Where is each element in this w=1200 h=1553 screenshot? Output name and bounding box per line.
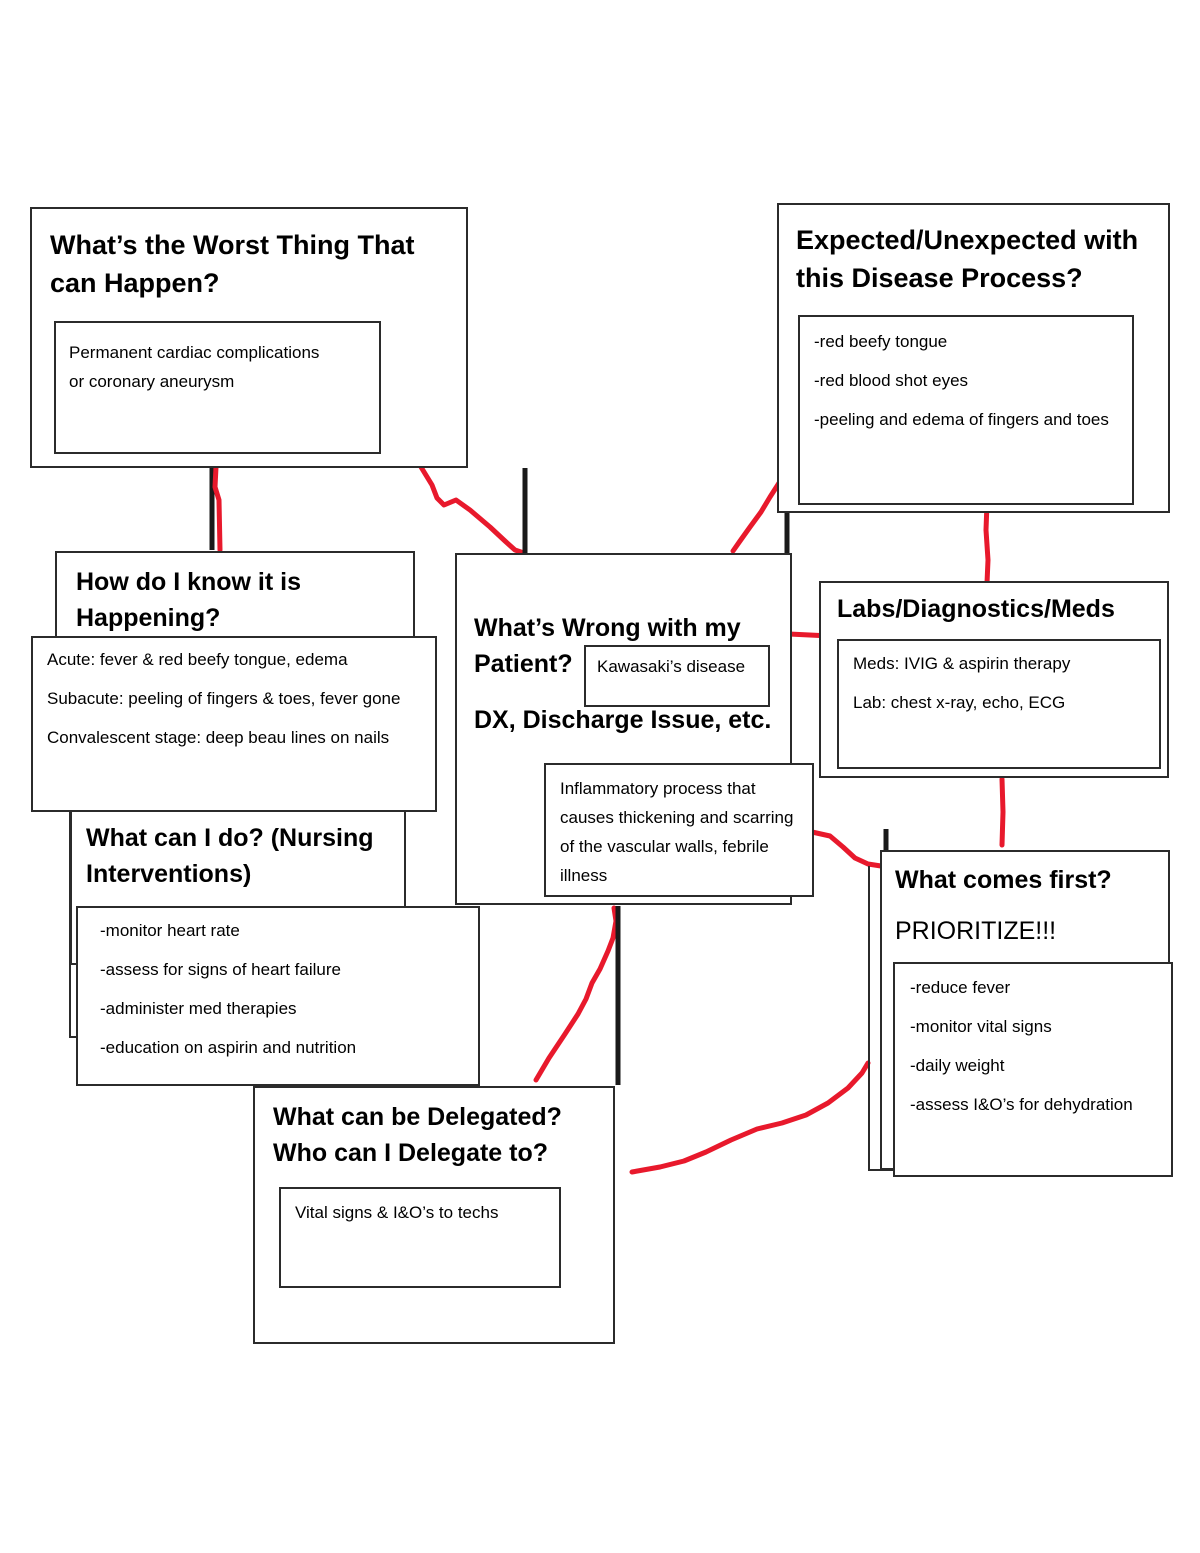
node-what-can-i-do-content-box: -monitor heart rate -assess for signs of… (76, 906, 480, 1086)
nursing-item-1: -assess for signs of heart failure (100, 960, 341, 980)
node-worst-thing[interactable]: What’s the Worst Thing That can Happen? … (30, 207, 468, 468)
node-whats-wrong-heading-1: What’s Wrong with my Patient? (474, 614, 741, 678)
node-expected-content-box: -red beefy tongue -red blood shot eyes -… (798, 315, 1134, 505)
node-labs-heading: Labs/Diagnostics/Meds (837, 595, 1115, 623)
nursing-item-2: -administer med therapies (100, 999, 297, 1019)
expected-item-2: -peeling and edema of fingers and toes (814, 410, 1109, 430)
node-expected-heading: Expected/Unexpected with this Disease Pr… (796, 225, 1139, 294)
connector-inflammatory-to-comesfirst (809, 829, 884, 869)
connector-worst-to-howknow-red (212, 464, 223, 553)
prioritize-item-2: -daily weight (910, 1056, 1005, 1076)
node-what-comes-first-content-box: -reduce fever -monitor vital signs -dail… (893, 962, 1173, 1177)
node-delegated-content-text: Vital signs & I&O’s to techs (295, 1203, 499, 1222)
prioritize-item-1: -monitor vital signs (910, 1017, 1052, 1037)
node-worst-thing-heading: What’s the Worst Thing That can Happen? (50, 230, 415, 299)
labs-item-1: Lab: chest x-ray, echo, ECG (853, 693, 1066, 713)
node-worst-thing-content-text: Permanent cardiac complications or coron… (69, 343, 320, 392)
prioritize-item-3: -assess I&O’s for dehydration (910, 1095, 1133, 1115)
expected-item-0: -red beefy tongue (814, 332, 948, 351)
node-what-can-i-do-content-text: -monitor heart rate -assess for signs of… (100, 920, 470, 1059)
connector-delegated-to-comesfirst (629, 1060, 871, 1175)
node-worst-thing-content-box: Permanent cardiac complications or coron… (54, 321, 381, 454)
node-what-can-i-do[interactable]: What can I do? (Nursing Interventions) (70, 810, 406, 965)
node-delegated-content-box: Vital signs & I&O’s to techs (279, 1187, 561, 1288)
node-what-comes-first-heading-1: What comes first? (895, 866, 1112, 894)
howknow-item-1: Subacute: peeling of fingers & toes, fev… (47, 689, 401, 709)
connector-expected-to-labs (983, 500, 991, 586)
node-whats-wrong-heading-2: DX, Discharge Issue, etc. (474, 706, 772, 734)
node-whats-wrong-diagnosis-box: Kawasaki’s disease (584, 645, 770, 707)
node-how-do-i-know-content-box: Acute: fever & red beefy tongue, edema S… (31, 636, 437, 812)
connector-labs-to-comesfirst (999, 776, 1006, 848)
node-what-comes-first-heading-2: PRIORITIZE!!! (895, 917, 1057, 945)
node-how-do-i-know-content-text: Acute: fever & red beefy tongue, edema S… (47, 649, 429, 749)
node-expected[interactable]: Expected/Unexpected with this Disease Pr… (777, 203, 1170, 513)
expected-item-1: -red blood shot eyes (814, 371, 969, 391)
node-how-do-i-know-heading: How do I know it is Happening? (76, 568, 301, 632)
node-delegated[interactable]: What can be Delegated? Who can I Delegat… (253, 1086, 615, 1344)
node-whats-wrong-description-text: Inflammatory process that causes thicken… (560, 779, 794, 885)
node-what-comes-first-content-text: -reduce fever -monitor vital signs -dail… (910, 977, 1155, 1116)
node-what-can-i-do-heading: What can I do? (Nursing Interventions) (86, 824, 374, 888)
nursing-item-3: -education on aspirin and nutrition (100, 1038, 357, 1058)
node-labs-content-text: Meds: IVIG & aspirin therapy Lab: chest … (853, 653, 1153, 714)
node-whats-wrong-description-box: Inflammatory process that causes thicken… (544, 763, 814, 897)
labs-item-0: Meds: IVIG & aspirin therapy (853, 654, 1071, 673)
connector-worst-to-center (418, 464, 527, 556)
nursing-item-0: -monitor heart rate (100, 921, 240, 940)
prioritize-item-0: -reduce fever (910, 978, 1011, 997)
node-expected-content-text: -red beefy tongue -red blood shot eyes -… (814, 331, 1119, 431)
node-whats-wrong-diagnosis-text: Kawasaki’s disease (597, 657, 746, 676)
connector-expected-to-center (730, 480, 782, 554)
node-delegated-heading: What can be Delegated? Who can I Delegat… (273, 1103, 562, 1167)
howknow-item-2: Convalescent stage: deep beau lines on n… (47, 728, 390, 748)
howknow-item-0: Acute: fever & red beefy tongue, edema (47, 650, 348, 669)
connector-nursing-to-inflammatory (533, 905, 619, 1083)
node-labs-content-box: Meds: IVIG & aspirin therapy Lab: chest … (837, 639, 1161, 769)
node-labs[interactable]: Labs/Diagnostics/Meds Meds: IVIG & aspir… (819, 581, 1169, 778)
